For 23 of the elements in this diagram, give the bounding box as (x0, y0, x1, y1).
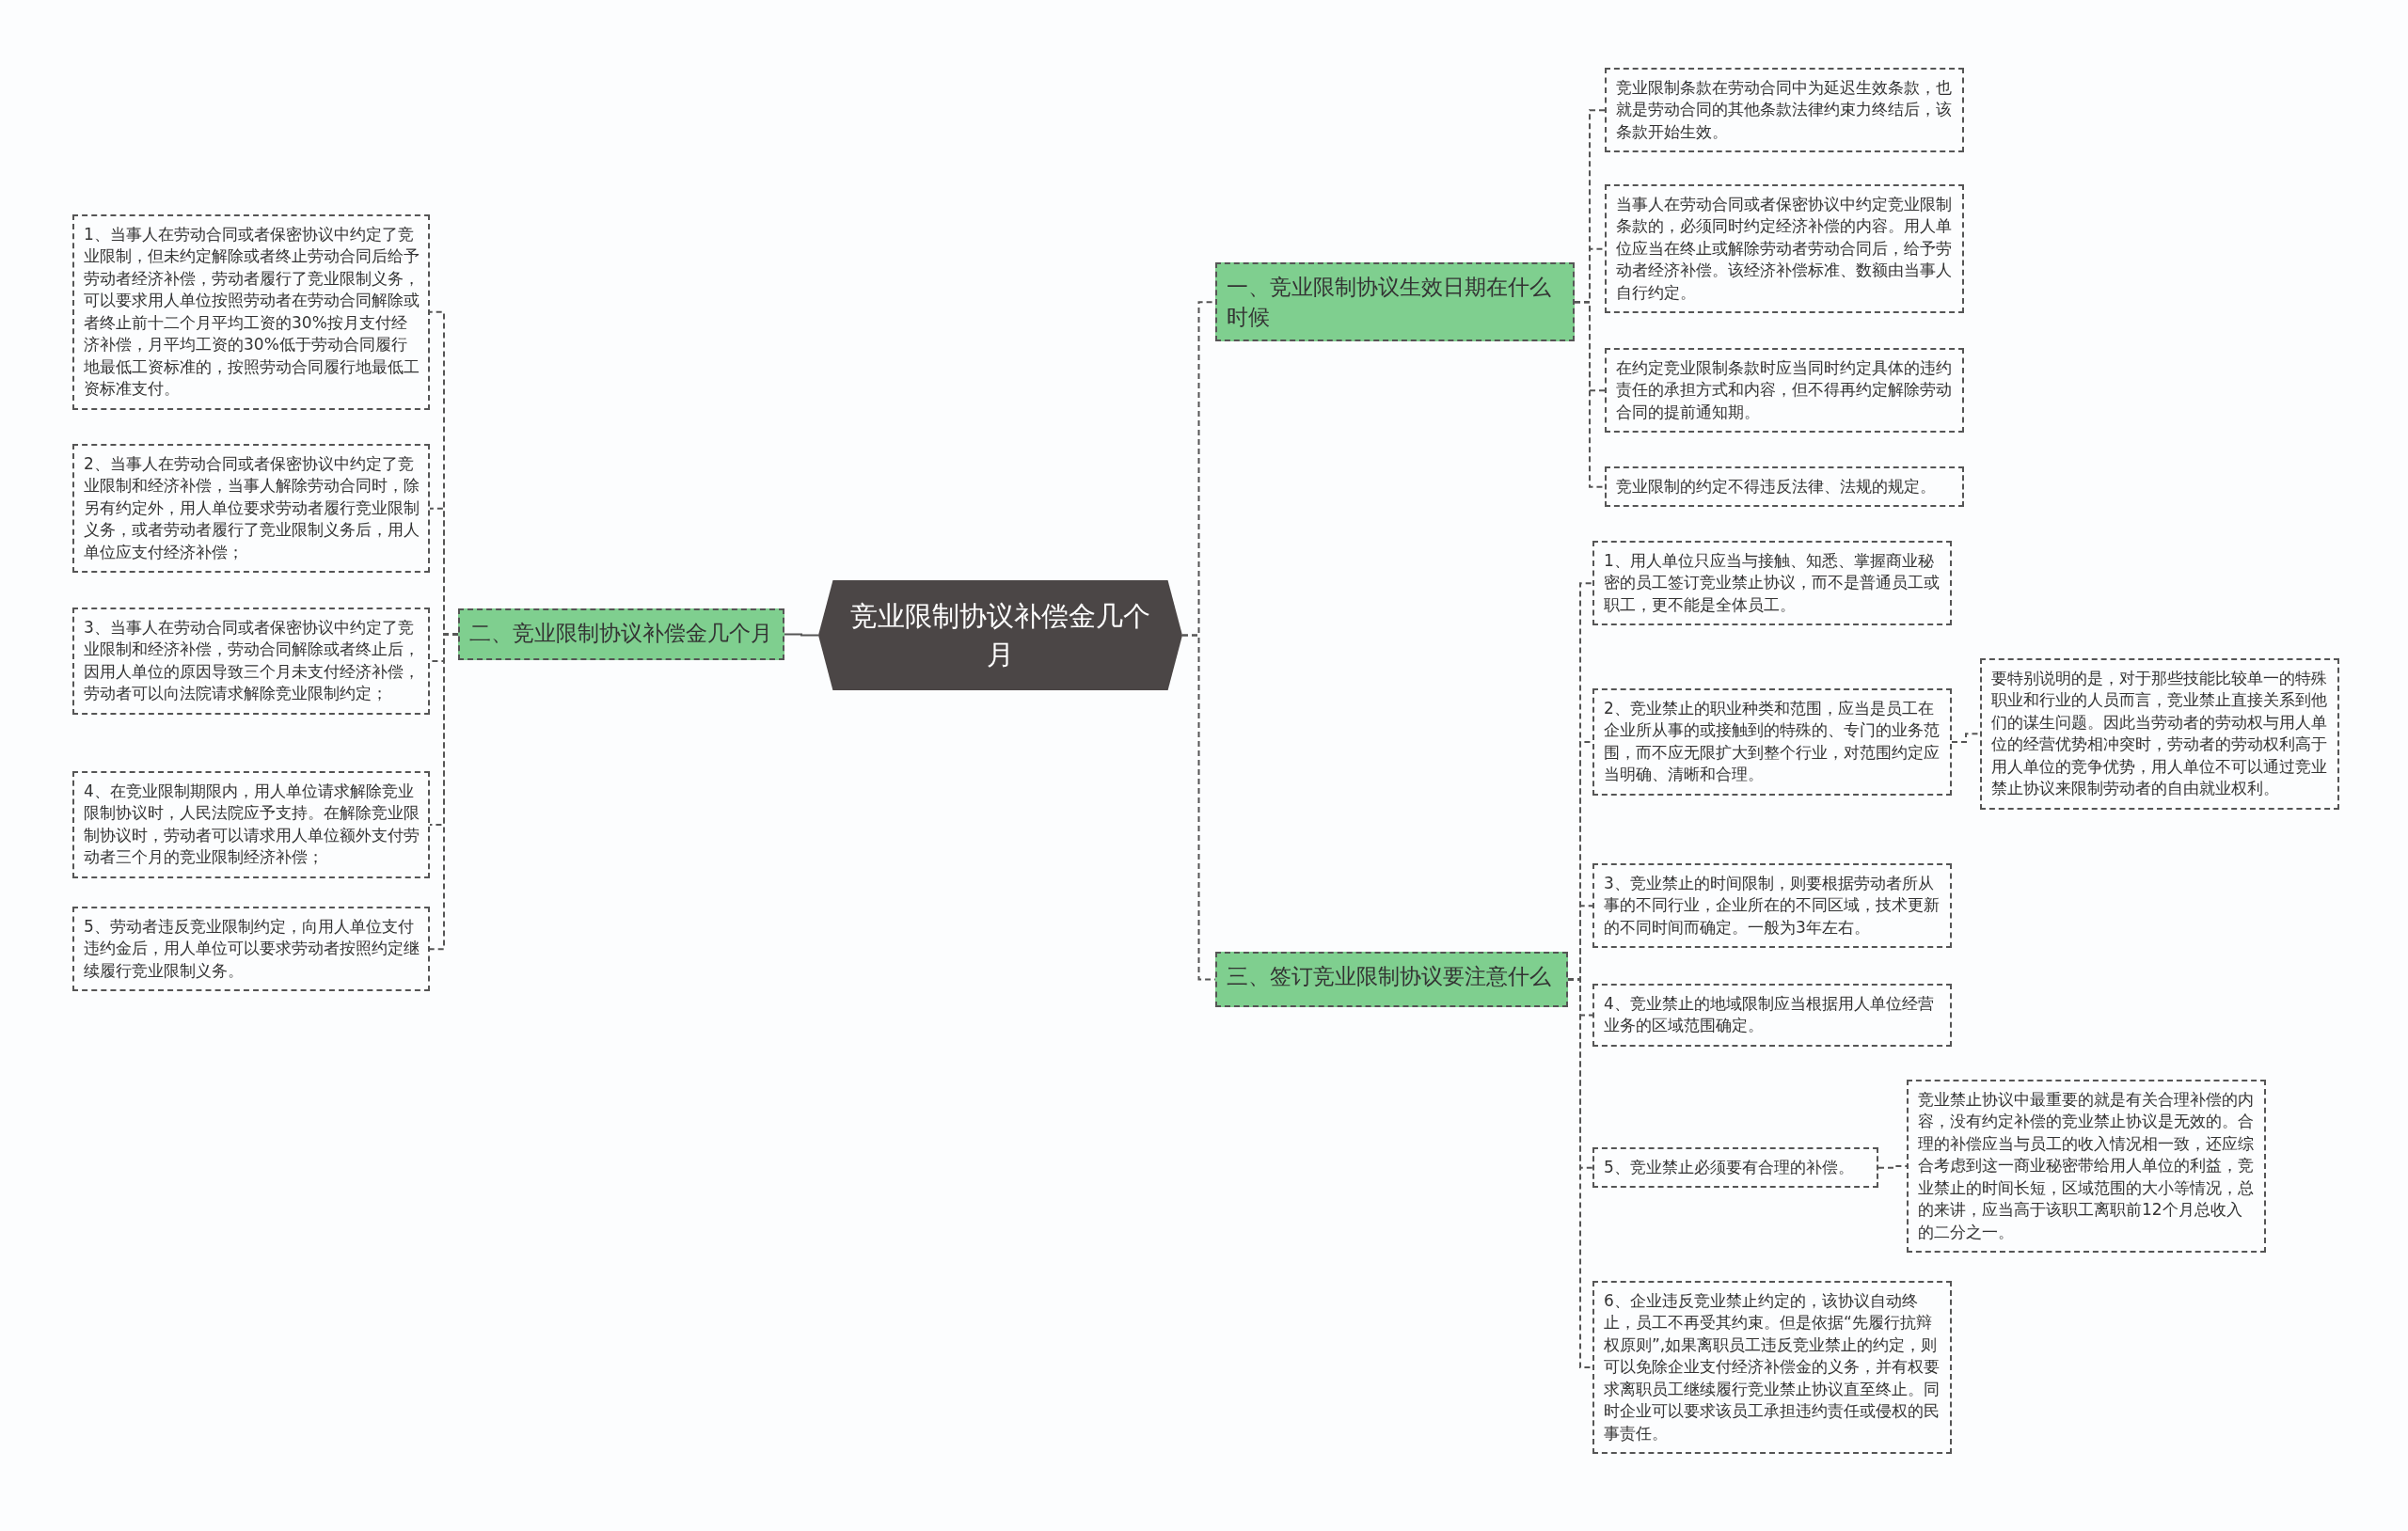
branch-topic-box: 二、竞业限制协议补偿金几个月 (458, 608, 784, 660)
connector-line (1877, 1165, 1908, 1169)
connector-line (429, 633, 459, 951)
connector-line (784, 633, 819, 637)
note-box: 当事人在劳动合同或者保密协议中约定竞业限制条款的，必须同时约定经济补偿的内容。用人单位应当在终止或解除劳动者劳动合同后，给予劳动者经济补偿。该经济补偿标准、数额由当事人自行约定。 (1605, 184, 1964, 314)
note-box: 4、竞业禁止的地域限制应当根据用人单位经营业务的区域范围确定。 (1592, 984, 1952, 1047)
note-box: 2、竞业禁止的职业种类和范围，应当是员工在企业所从事的或接触到的特殊的、专门的业务范围，而不应无限扩大到整个行业，对范围约定应当明确、清晰和合理。 (1592, 688, 1952, 796)
note-box: 竞业限制条款在劳动合同中为延迟生效条款，也就是劳动合同的其他条款法律约束力终结后，该条款开始生效。 (1605, 68, 1964, 153)
note-box: 竞业限制的约定不得违反法律、法规的规定。 (1605, 466, 1964, 508)
note-box: 3、当事人在劳动合同或者保密协议中约定了竞业限制和经济补偿，劳动合同解除或者终止后，因用人单位的原因导致三个月未支付经济补偿，劳动者可以向法院请求解除竞业限制约定； (72, 608, 430, 715)
note-box: 3、竞业禁止的时间限制，则要根据劳动者所从事的不同行业，企业所在的不同区域，技术更新的不同时间而确定。一般为3年左右。 (1592, 863, 1952, 949)
note-box: 5、劳动者违反竞业限制约定，向用人单位支付违约金后，用人单位可以要求劳动者按照约定继续履行竞业限制义务。 (72, 907, 430, 992)
note-box: 在约定竞业限制条款时应当同时约定具体的违约责任的承担方式和内容，但不得再约定解除劳动合同的提前通知期。 (1605, 348, 1964, 434)
note-box: 5、竞业禁止必须要有合理的补偿。 (1592, 1147, 1878, 1189)
branch-topic-box: 三、签订竞业限制协议要注意什么 (1215, 952, 1568, 1007)
note-box: 2、当事人在劳动合同或者保密协议中约定了竞业限制和经济补偿，当事人解除劳动合同时，除另有约定外，用人单位要求劳动者履行竞业限制义务，或者劳动者履行了竞业限制义务后，用人单位应支付经济补偿； (72, 444, 430, 574)
note-box: 竞业禁止协议中最重要的就是有关合理补偿的内容，没有约定补偿的竞业禁止协议是无效的。合理的补偿应当与员工的收入情况相一致，还应综合考虑到这一商业秘密带给用人单位的利益，竞业禁止的时间长短，区域范围的大小等情况，总的来讲，应当高于该职工离职前12个月总收入的二分之一。 (1907, 1080, 2266, 1254)
note-box: 4、在竞业限制期限内，用人单位请求解除竞业限制协议时，人民法院应予支持。在解除竞业限制协议时，劳动者可以请求用人单位额外支付劳动者三个月的竞业限制经济补偿； (72, 771, 430, 878)
note-box: 6、企业违反竞业禁止约定的，该协议自动终止，员工不再受其约束。但是依据“先履行抗辩权原则”,如果离职员工违反竞业禁止的约定，则可以免除企业支付经济补偿金的义务，并有权要求离职员工继续履行竞业禁止协议直至终止。同时企业可以要求该员工承担违约责任或侵权的民事责任。 (1592, 1281, 1952, 1455)
note-box: 1、用人单位只应当与接触、知悉、掌握商业秘密的员工签订竞业禁止协议，而不是普通员工或职工，更不能是全体员工。 (1592, 541, 1952, 626)
branch-topic-box: 一、竞业限制协议生效日期在什么时候 (1215, 262, 1575, 342)
note-box: 1、当事人在劳动合同或者保密协议中约定了竞业限制，但未约定解除或者终止劳动合同后给予劳动者经济补偿，劳动者履行了竞业限制义务，可以要求用人单位按照劳动者在劳动合同解除或者终止前十二个月平均工资的30%按月支付经济补偿，月平均工资的30%低于劳动合同履行地最低工资标准的，按照劳动合同履行地最低工资标准支付。 (72, 214, 430, 410)
note-box: 要特别说明的是，对于那些技能比较单一的特殊职业和行业的人员而言，竞业禁止直接关系到他们的谋生问题。因此当劳动者的劳动权与用人单位的经营优势相冲突时，劳动者的劳动权利高于用人单位的竞争优势，用人单位不可以通过竞业禁止协议来限制劳动者的自由就业权利。 (1980, 658, 2339, 810)
